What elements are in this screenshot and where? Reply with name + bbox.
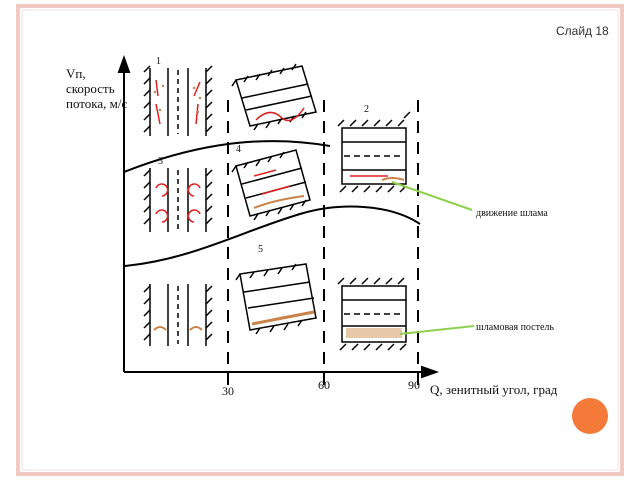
slide-border-inner — [21, 9, 619, 471]
pipe-inclined-top — [231, 63, 317, 131]
x-axis-label: Q, зенитный угол, град — [430, 382, 558, 397]
leader-lines — [391, 181, 475, 335]
pipe-horizontal-top — [337, 111, 411, 193]
decorative-circle — [572, 398, 608, 434]
pipe-inclined-bottom — [235, 263, 317, 335]
x-tick-30: 30 — [222, 384, 234, 398]
leader-bed — [399, 325, 475, 335]
regime-boundaries — [123, 140, 421, 267]
x-tick-90: 90 — [408, 378, 420, 392]
region-label-5: 5 — [258, 244, 263, 255]
annotation-cuttings-bed: шламовая постель — [476, 322, 554, 333]
annotation-cuttings-movement: движение шлама — [476, 208, 548, 219]
axes — [117, 55, 439, 379]
pipe-horizontal-bottom — [337, 277, 407, 351]
leader-movement — [391, 181, 473, 211]
y-axis-label: Vп, скорость потока, м/с — [66, 66, 128, 111]
region-label-3: 3 — [158, 156, 163, 167]
slide-border — [16, 4, 624, 476]
pipe-vertical-middle — [143, 168, 213, 232]
slide-number: Слайд 18 — [556, 24, 609, 38]
pipe-vertical-top — [143, 65, 213, 136]
boundary-upper — [123, 140, 331, 173]
angle-dividers — [227, 100, 419, 390]
pipe-vertical-bottom — [143, 284, 213, 346]
region-label-4: 4 — [236, 144, 241, 155]
y-axis-arrow — [117, 55, 131, 73]
boundary-lower — [123, 205, 421, 267]
pipe-inclined-middle — [231, 149, 311, 221]
x-axis-arrow — [421, 365, 439, 379]
x-tick-60: 60 — [318, 378, 330, 392]
region-label-2: 2 — [364, 104, 369, 115]
region-label-1: 1 — [156, 56, 161, 67]
